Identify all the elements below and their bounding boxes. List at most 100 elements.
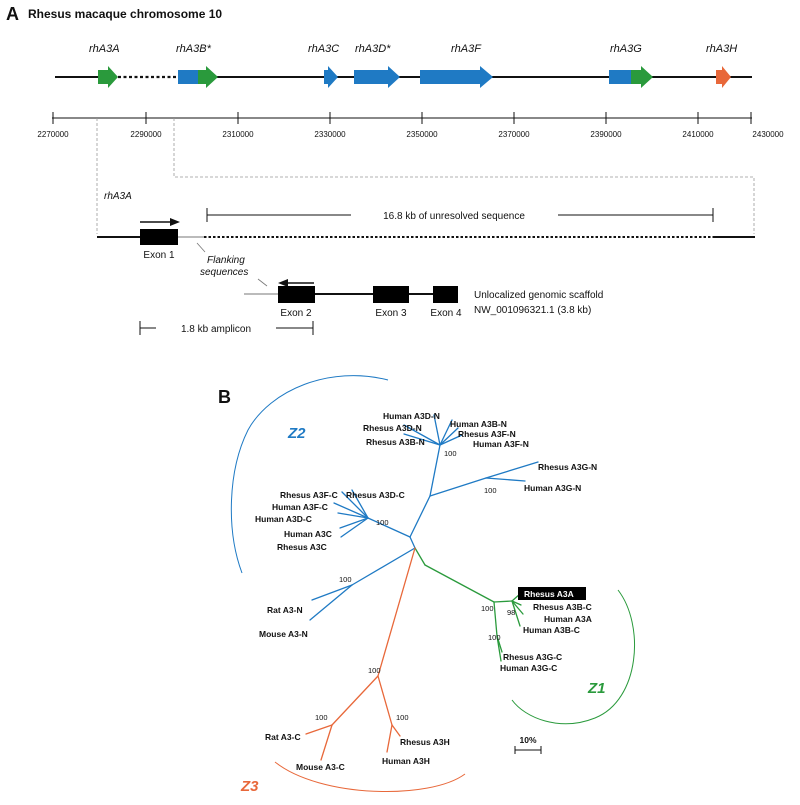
axis-tick-label: 2270000 (37, 130, 69, 139)
gene-arrow-rha3b (198, 66, 218, 88)
tree-branch (351, 489, 369, 519)
gene-arrow-rha3c (324, 66, 338, 88)
detail-gene-label: rhA3A (104, 191, 132, 202)
tip-label-highlighted: Rhesus A3A (524, 589, 574, 599)
gene-label: rhA3H (706, 43, 737, 55)
flanking-callout-line (257, 278, 268, 287)
tip-label: Mouse A3-N (259, 629, 308, 639)
tree-branch (439, 434, 463, 446)
tip-label: Rhesus A3H (400, 737, 450, 747)
gene-label: rhA3D* (355, 43, 391, 55)
scaffold-label: Unlocalized genomic scaffold (474, 290, 603, 301)
tip-label: Rhesus A3B-C (533, 602, 592, 612)
bootstrap-value: 98 (507, 608, 515, 617)
tip-label: Human A3B-N (450, 419, 507, 429)
tip-label: Human A3B-C (523, 625, 580, 635)
bootstrap-value: 100 (488, 633, 501, 642)
tree-branch (337, 512, 369, 519)
tree-clade-blue (309, 414, 539, 621)
tree-branch (409, 536, 416, 549)
tree-branch (311, 584, 353, 601)
exon-2-label: Exon 2 (280, 308, 312, 319)
panel-b-label: B (218, 387, 231, 407)
exon-1-label: Exon 1 (143, 250, 175, 261)
scaffold-id: NW_001096321.1 (3.8 kb) (474, 305, 591, 316)
zone-z3-arc (274, 761, 466, 792)
gene-label: rhA3F (451, 43, 482, 55)
zoom-guide-line (173, 118, 755, 234)
tip-label: Rhesus A3G-C (503, 652, 562, 662)
bootstrap-value: 100 (376, 518, 389, 527)
zone-z3-label: Z3 (240, 778, 259, 795)
flanking-callout-line (196, 242, 206, 253)
zone-z2-label: Z2 (287, 425, 306, 442)
exon-1-box (140, 229, 178, 245)
tree-branch (433, 414, 441, 446)
tree-branch (333, 502, 369, 519)
tip-label: Human A3G-C (500, 663, 557, 673)
tree-branch (485, 477, 526, 482)
tree-branch (424, 564, 495, 603)
gene-arrow-rha3g (631, 66, 653, 88)
tree-branch (414, 547, 426, 566)
axis-tick-label: 2430000 (752, 130, 784, 139)
gene-label: rhA3B* (176, 43, 212, 55)
tree-branch (340, 517, 369, 538)
tree-branch (403, 424, 441, 446)
flanking-label: Flanking (207, 255, 245, 266)
tree-branch (511, 600, 524, 615)
bootstrap-value: 100 (339, 575, 352, 584)
bootstrap-value: 100 (396, 713, 409, 722)
tree-branch (485, 461, 539, 479)
axis-tick-label: 2310000 (222, 130, 254, 139)
tree-branch (367, 517, 411, 538)
gene-arrow-rha3h (716, 66, 731, 88)
tree-branch (403, 433, 441, 446)
gene-arrow-rha3f (420, 66, 493, 88)
exon-4-box (433, 286, 458, 303)
gene-arrow-rha3a (98, 66, 118, 88)
tree-branch (305, 724, 333, 735)
axis-tick-label: 2350000 (406, 130, 438, 139)
reverse-primer-arrowhead (278, 279, 288, 287)
bootstrap-value: 100 (484, 486, 497, 495)
tip-label: Rhesus A3B-N (366, 437, 425, 447)
tree-branch (409, 495, 431, 538)
tip-label: Rat A3-C (265, 732, 301, 742)
scale-bar (514, 746, 542, 754)
tree-branch (339, 517, 369, 529)
axis-tick-label: 2330000 (314, 130, 346, 139)
highlight-box (518, 587, 586, 600)
zoom-guides (96, 118, 755, 234)
tree-branch (429, 444, 441, 497)
unresolved-label: 16.8 kb of unresolved sequence (383, 211, 525, 222)
tree-branch (511, 600, 522, 606)
tree-branch (386, 724, 393, 753)
tree-branch (377, 675, 393, 726)
tree-branch (309, 584, 353, 621)
scale-bar-label: 10% (519, 735, 536, 745)
exon-3-label: Exon 3 (375, 308, 407, 319)
gene-label: rhA3G (610, 43, 642, 55)
tip-label: Human A3G-N (524, 483, 581, 493)
tree-branch (493, 600, 513, 603)
tree-branch (496, 635, 502, 662)
axis-tick-label: 2370000 (498, 130, 530, 139)
gene-label: rhA3A (89, 43, 120, 55)
tree-branch (439, 419, 453, 446)
tree-clade-orange (305, 547, 416, 761)
gene-arrow-rha3d (354, 66, 400, 88)
tree-branch (511, 600, 521, 627)
zone-z1-arc (511, 589, 635, 725)
tree-branch (320, 724, 333, 761)
tree-branch (493, 601, 498, 637)
tree-branch (439, 427, 459, 446)
tip-label: Rat A3-N (267, 605, 303, 615)
tree-branch (391, 724, 401, 737)
tree-branch (341, 491, 369, 519)
tip-label: Rhesus A3C (277, 542, 327, 552)
tip-label: Human A3C (284, 529, 332, 539)
tree-branch (351, 547, 416, 586)
tip-label: Rhesus A3F-C (280, 490, 338, 500)
